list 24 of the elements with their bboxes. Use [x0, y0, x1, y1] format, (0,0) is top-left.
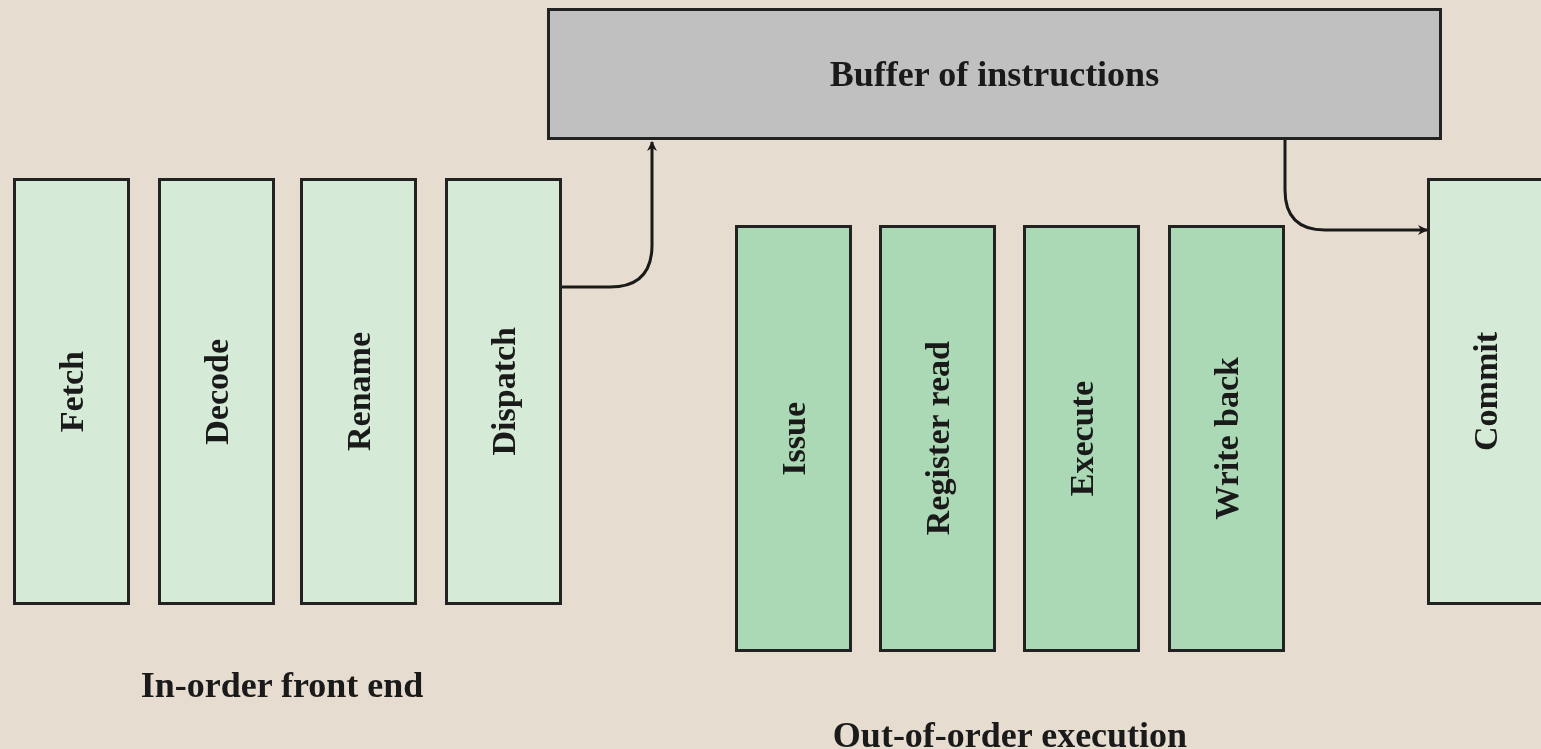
- stage-label: Fetch: [52, 350, 91, 433]
- buffer-box: [547, 8, 1442, 140]
- stage-label: Buffer of instructions: [829, 53, 1160, 96]
- stage-box: [13, 178, 130, 605]
- stage-label: Commit: [1466, 332, 1505, 451]
- stage-label: Decode: [197, 338, 236, 445]
- stage-box: [158, 178, 275, 605]
- group-caption: Out-of-order execution: [832, 714, 1188, 749]
- stage-box: [300, 178, 417, 605]
- stage-label: Dispatch: [484, 327, 523, 456]
- stage-label: Register read: [918, 341, 957, 536]
- arrow: [1283, 140, 1428, 235]
- stage-box: [735, 225, 852, 652]
- stage-label: Write back: [1207, 357, 1246, 520]
- group-caption: In-order front end: [140, 664, 424, 707]
- stage-box: [1427, 178, 1541, 605]
- stage-box: [1023, 225, 1140, 652]
- stage-label: Rename: [339, 332, 378, 451]
- stage-box: [1168, 225, 1285, 652]
- stage-label: Execute: [1062, 380, 1101, 497]
- stage-box: [879, 225, 996, 652]
- stage-box: [445, 178, 562, 605]
- stage-label: Issue: [774, 401, 813, 476]
- arrow: [562, 141, 657, 289]
